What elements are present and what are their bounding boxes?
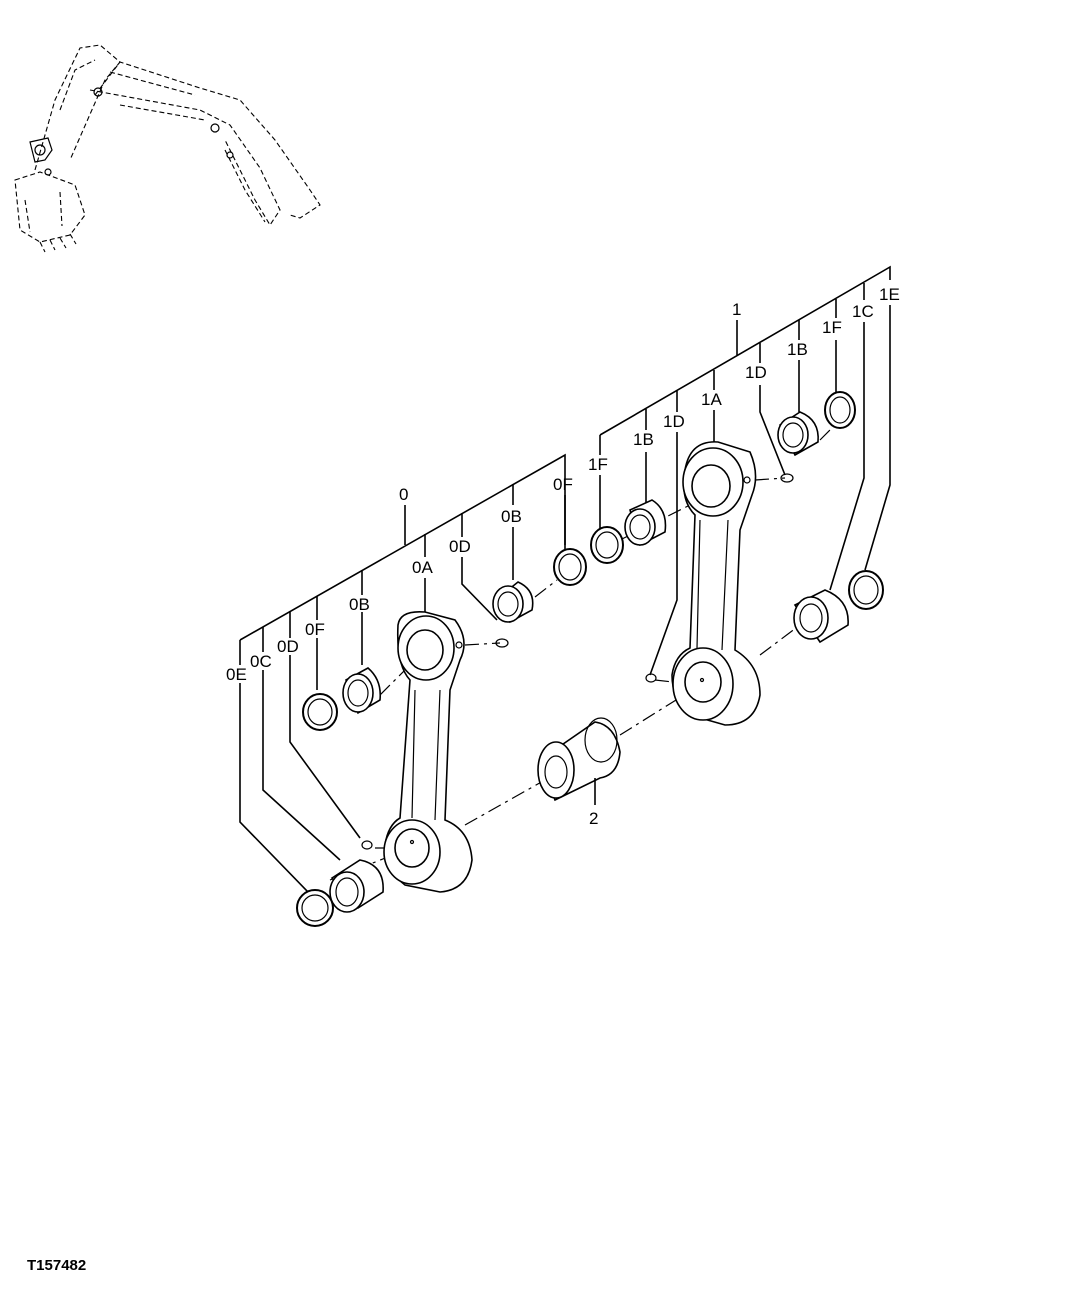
label-0d-upper: 0D xyxy=(449,537,471,556)
label-0d-lower: 0D xyxy=(277,637,299,656)
label-1d-lower: 1D xyxy=(663,412,685,431)
group-1-leader-lines xyxy=(599,265,891,676)
label-1b-lower: 1B xyxy=(633,430,654,449)
label-1f-lower: 1F xyxy=(588,455,608,474)
label-1b-upper: 1B xyxy=(787,340,808,359)
label-1e: 1E xyxy=(879,285,900,304)
label-1f-upper: 1F xyxy=(822,318,842,337)
group-1-small-parts xyxy=(590,391,884,683)
label-1c: 1C xyxy=(852,302,874,321)
label-0a: 0A xyxy=(412,558,433,577)
figure-reference: T157482 xyxy=(27,1257,86,1274)
link-1a xyxy=(671,441,761,726)
label-0c: 0C xyxy=(250,652,272,671)
label-0b-lower: 0B xyxy=(349,595,370,614)
group-0-small-parts xyxy=(296,548,587,927)
excavator-locator-icon xyxy=(14,44,321,253)
label-1: 1 xyxy=(732,300,741,319)
label-1d-upper: 1D xyxy=(745,363,767,382)
label-0f-upper: 0F xyxy=(553,475,573,494)
label-2: 2 xyxy=(589,809,598,828)
label-0: 0 xyxy=(399,485,408,504)
callout-labels: 0 0A 0B 0B 0C 0D 0D 0E 0F 0F 1 1A 1B 1B … xyxy=(226,285,900,828)
label-0b-upper: 0B xyxy=(501,507,522,526)
group-0-leader-lines xyxy=(239,453,566,893)
pin-2 xyxy=(537,717,621,805)
link-0a xyxy=(383,610,473,893)
label-1a: 1A xyxy=(701,390,722,409)
label-0e: 0E xyxy=(226,665,247,684)
label-0f-lower: 0F xyxy=(305,620,325,639)
